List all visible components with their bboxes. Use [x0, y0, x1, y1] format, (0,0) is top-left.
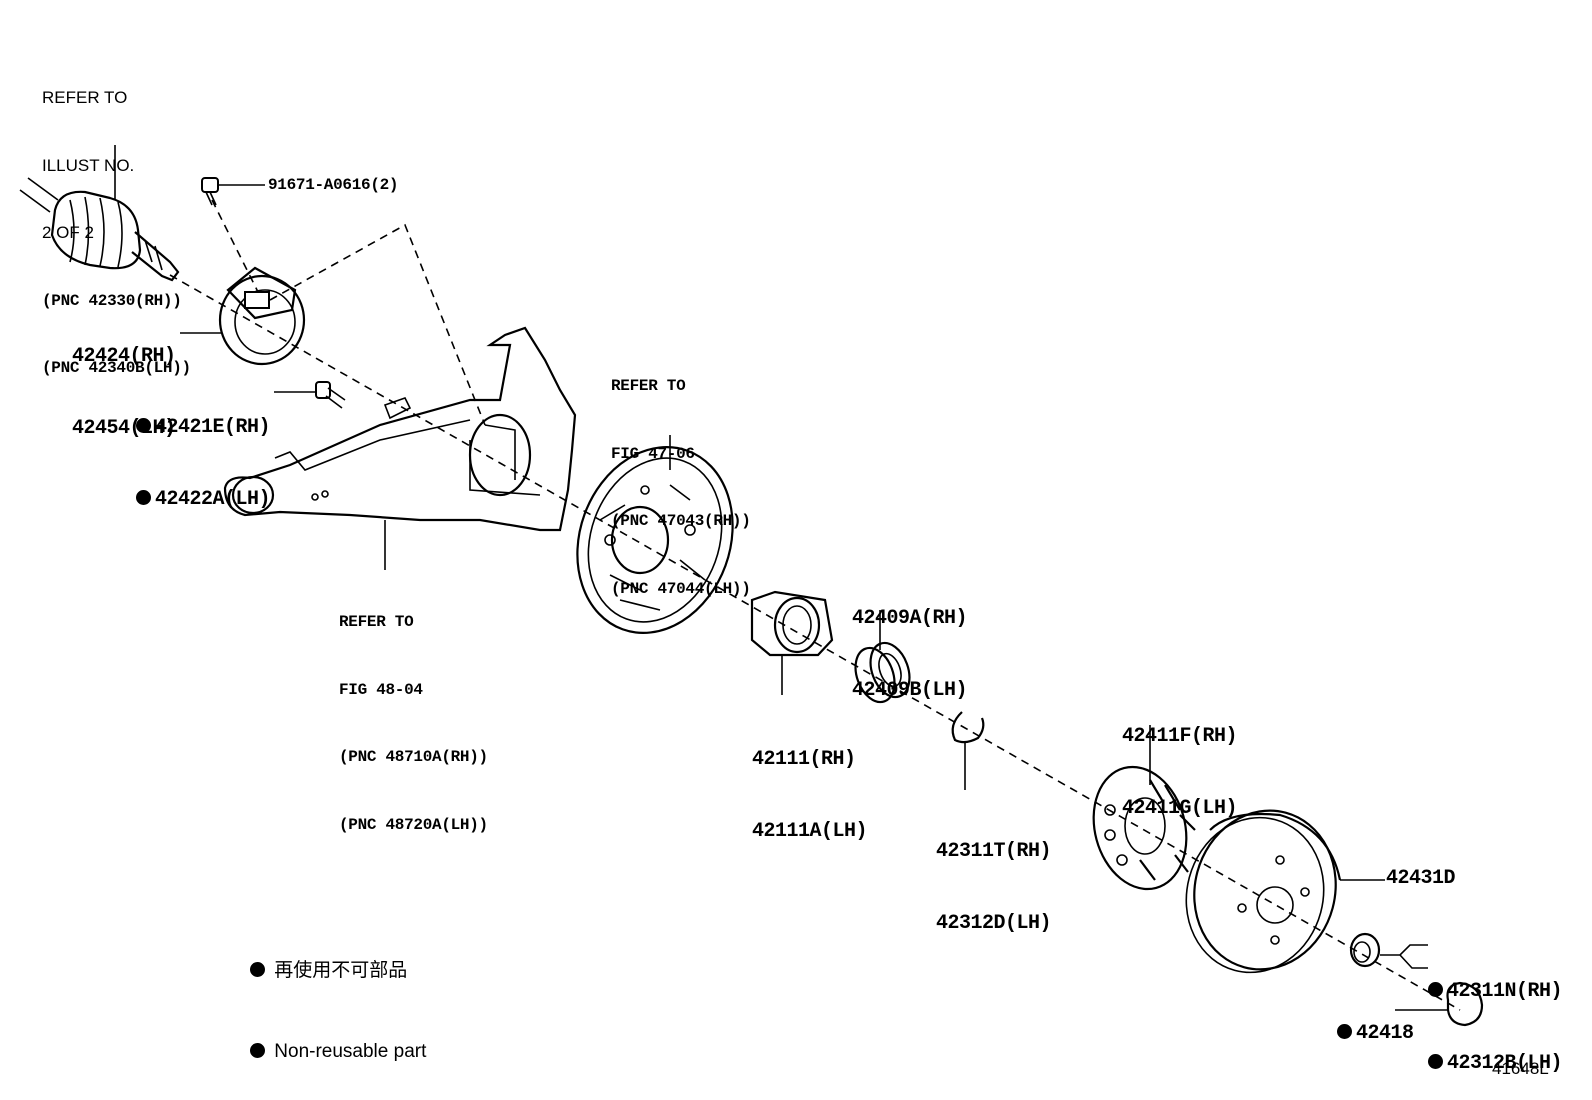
driveshaft: [19, 145, 180, 282]
cover-axis-line: [269, 223, 486, 426]
drum-part-number: 42431D: [1386, 867, 1456, 890]
dust-cover: [180, 266, 306, 366]
callout-line: FIG 47-06: [611, 444, 695, 463]
callout-line: 42424(RH): [72, 345, 176, 368]
callout-line: 2 OF 2: [42, 223, 94, 242]
nut-part-number: 42311N(RH) 42312B(LH): [1428, 932, 1563, 1100]
callout-line: (PNC 42340B(LH)): [42, 359, 191, 377]
non-reusable-dot-icon: [136, 418, 151, 433]
cover-part-number: 42424(RH) 42454(LH): [72, 297, 176, 465]
callout-line: 42418: [1356, 1022, 1414, 1045]
callout-line: REFER TO: [339, 613, 414, 631]
callout-line: 42311T(RH): [936, 840, 1052, 863]
trailing-arm: [223, 326, 577, 570]
bolt-axis-line: [211, 199, 263, 301]
callout-line: (PNC 48710A(RH)): [339, 748, 488, 766]
callout-line: 42411G(LH): [1122, 797, 1238, 820]
snap-ring: [951, 711, 985, 790]
callout-line: 42311N(RH): [1447, 980, 1563, 1003]
non-reusable-dot-icon: [250, 962, 265, 977]
non-reusable-dot-icon: [1428, 982, 1443, 997]
callout-line: ILLUST NO.: [42, 155, 135, 175]
grease-cap: [1395, 981, 1484, 1027]
bolt-part-number: 91671-A0616(2): [268, 176, 399, 194]
brake-drum: [1185, 809, 1385, 974]
callout-line: 42421E(RH): [155, 416, 271, 439]
bolt-42421: [274, 381, 346, 409]
callout-line: (PNC 47043(RH)): [611, 512, 751, 530]
callout-line: (PNC 42330(RH)): [42, 291, 182, 310]
hub-carrier: [750, 590, 834, 695]
wheel-bearing: [854, 610, 911, 704]
arm-refer-callout: REFER TO FIG 48-04 (PNC 48710A(RH)) (PNC…: [339, 566, 488, 859]
legend: 再使用不可部品 Non-reusable part: [250, 903, 426, 1092]
callout-line: 42111(RH): [752, 748, 856, 771]
legend-jp: 再使用不可部品: [274, 960, 408, 981]
bolt-nonreuse-part-number: 42421E(RH) 42422A(LH): [136, 368, 271, 536]
callout-line: 42422A(LH): [155, 488, 271, 511]
non-reusable-dot-icon: [1428, 1054, 1443, 1069]
legend-en: Non-reusable part: [274, 1041, 427, 1062]
callout-line: 42312B(LH): [1447, 1052, 1563, 1075]
hub-part-number: 42411F(RH) 42411G(LH): [1122, 677, 1238, 845]
callout-line: REFER TO: [611, 377, 686, 395]
backing-plate-refer-callout: REFER TO FIG 47-06 (PNC 47043(RH)) (PNC …: [611, 330, 751, 623]
driveshaft-refer-callout: REFER TO ILLUST NO. 2 OF 2 (PNC 42330(RH…: [42, 42, 191, 402]
non-reusable-dot-icon: [136, 490, 151, 505]
snap-ring-part-number: 42311T(RH) 42312D(LH): [936, 792, 1052, 960]
callout-line: 42411F(RH): [1122, 725, 1238, 748]
non-reusable-dot-icon: [250, 1043, 265, 1058]
brake-backing-plate: [576, 435, 734, 634]
diagram-id: 41648L: [1492, 1059, 1549, 1078]
callout-line: FIG 48-04: [339, 680, 423, 699]
axle-hub: [1092, 725, 1196, 891]
callout-line: (PNC 47044(LH)): [611, 579, 751, 598]
callout-line: 42409A(RH): [852, 607, 968, 630]
carrier-part-number: 42111(RH) 42111A(LH): [752, 700, 868, 868]
callout-line: REFER TO: [42, 88, 128, 107]
callout-line: (PNC 48720A(LH)): [339, 815, 488, 834]
callout-line: 42409B(LH): [852, 679, 968, 702]
non-reusable-dot-icon: [1337, 1024, 1353, 1039]
bolt-91671: [201, 177, 265, 206]
hub-nut: [1349, 932, 1428, 969]
callout-line: 42312D(LH): [936, 912, 1052, 935]
bearing-part-number: 42409A(RH) 42409B(LH): [852, 559, 968, 727]
callout-line: 42111A(LH): [752, 820, 868, 843]
cap-part-number: 42418: [1314, 998, 1414, 1046]
